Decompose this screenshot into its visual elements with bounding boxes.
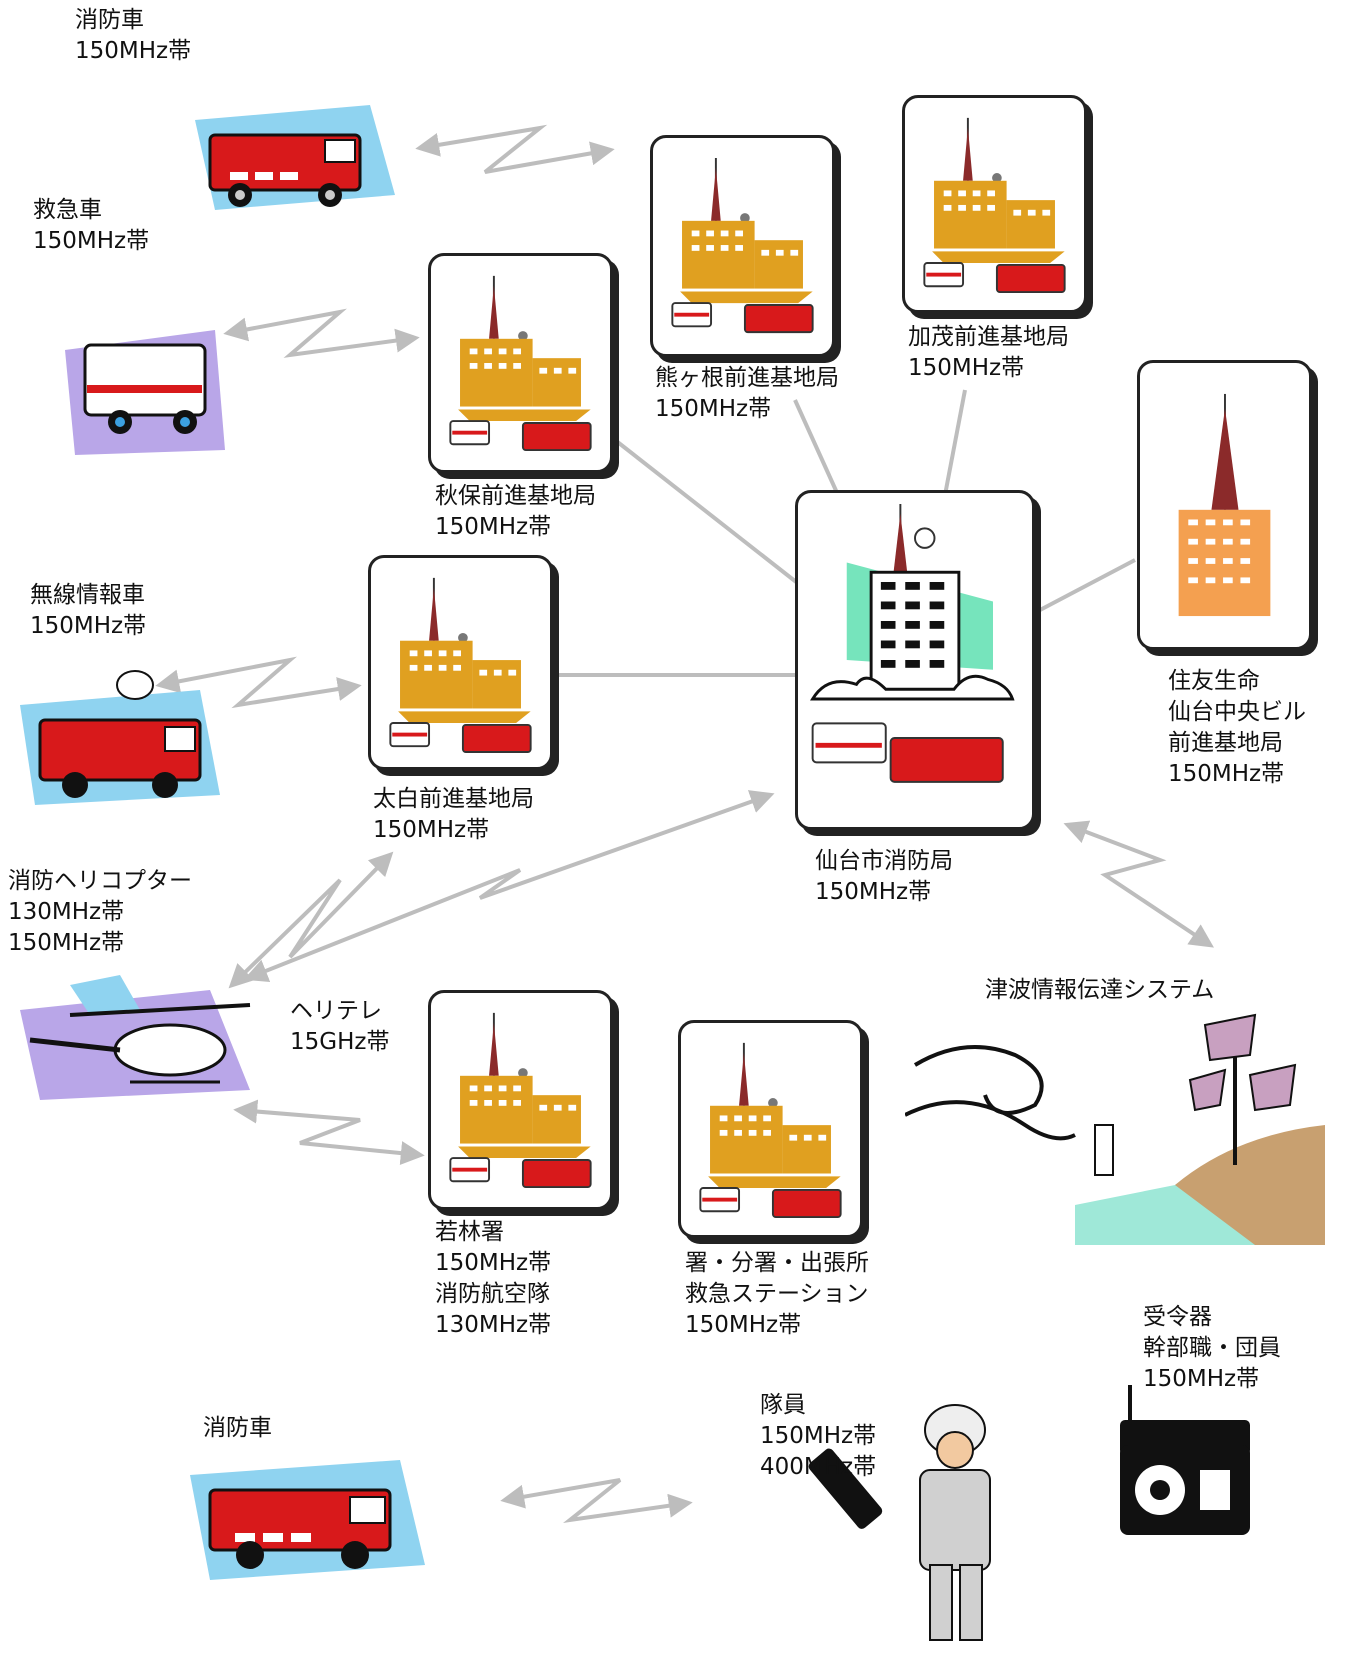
building-icon — [923, 117, 1066, 294]
band-1: 150MHz帯 — [435, 1250, 552, 1276]
hq-card — [795, 490, 1035, 830]
wire-akiho-hq — [613, 438, 802, 587]
radio-link-hq-tsunami — [1063, 820, 1214, 948]
kumagane-label: 熊ヶ根前進基地局 150MHz帯 — [655, 363, 839, 425]
fire-truck-bottom-label: 消防車 — [203, 1413, 272, 1444]
band-2: 150MHz帯 — [8, 930, 125, 956]
ambulance-icon — [65, 330, 225, 455]
band: 150MHz帯 — [815, 879, 932, 905]
akiho-label: 秋保前進基地局 150MHz帯 — [435, 481, 596, 543]
building-icon — [671, 157, 814, 334]
stations-label: 署・分署・出張所救急ステーション 150MHz帯 — [685, 1248, 869, 1341]
band: 150MHz帯 — [75, 38, 192, 64]
sumitomo-station-card — [1137, 360, 1312, 650]
taihaku-label: 太白前進基地局 150MHz帯 — [373, 784, 534, 846]
radio-link-truck-top — [415, 124, 615, 174]
taihaku-station-card — [368, 555, 553, 770]
station-name-3: 前進基地局 — [1168, 730, 1283, 756]
member-label: 隊員 150MHz帯 400MHz帯 — [760, 1390, 876, 1483]
helicopter-icon — [20, 975, 251, 1100]
station-type: 署・分署・出張所 — [685, 1250, 869, 1276]
band: 150MHz帯 — [908, 355, 1025, 381]
user-type: 幹部職・団員 — [1143, 1335, 1281, 1361]
wakabayashi-label: 若林署 150MHz帯消防航空隊 130MHz帯 — [435, 1217, 551, 1341]
vehicle-name: 消防ヘリコプター — [8, 868, 192, 894]
radio-link-info-car — [155, 656, 362, 709]
building-icon — [449, 1012, 592, 1189]
radio-link-heli-hq — [243, 790, 775, 983]
radio-link-heli-taihaku — [228, 851, 394, 989]
station-name: 加茂前進基地局 — [908, 324, 1069, 350]
device-name: 受令器 — [1143, 1304, 1212, 1330]
tower-building-icon — [1178, 393, 1271, 617]
akiho-station-card — [428, 253, 613, 473]
band-2: 130MHz帯 — [435, 1312, 552, 1338]
radio-link-truck-member — [500, 1478, 693, 1524]
band: 150MHz帯 — [30, 613, 147, 639]
heli-tv-label: ヘリテレ 15GHz帯 — [290, 996, 389, 1058]
band: 15GHz帯 — [290, 1029, 390, 1055]
band-1: 150MHz帯 — [760, 1423, 877, 1449]
ems-station: 救急ステーション — [685, 1281, 869, 1307]
tsunami-label: 津波情報伝達システム — [985, 975, 1214, 1006]
radio-link-heli-wakabayashi — [233, 1099, 425, 1166]
vehicle-name: 消防車 — [203, 1415, 272, 1441]
hq-name: 仙台市消防局 — [815, 848, 953, 874]
band-1: 130MHz帯 — [8, 899, 125, 925]
vehicle-name: 無線情報車 — [30, 582, 145, 608]
band: 150MHz帯 — [435, 514, 552, 540]
role-name: 隊員 — [760, 1392, 806, 1418]
helicopter-label: 消防ヘリコプター 130MHz帯 150MHz帯 — [8, 866, 192, 959]
firefighter-icon — [808, 1404, 991, 1641]
radio-receiver-icon — [1120, 1385, 1250, 1535]
band: 150MHz帯 — [685, 1312, 802, 1338]
fire-truck-bottom-icon — [190, 1460, 425, 1580]
station-name: 太白前進基地局 — [373, 786, 534, 812]
system-name: ヘリテレ — [290, 998, 382, 1024]
building-icon — [389, 577, 532, 753]
hq-building-icon — [810, 504, 1015, 783]
kamo-station-card — [902, 95, 1087, 313]
radio-info-car-label: 無線情報車 150MHz帯 — [30, 580, 146, 642]
unit-name: 消防航空隊 — [435, 1281, 550, 1307]
kumagane-station-card — [650, 135, 835, 357]
hq-label: 仙台市消防局 150MHz帯 — [815, 846, 953, 908]
radio-info-car-icon — [20, 670, 220, 805]
band: 150MHz帯 — [1143, 1366, 1260, 1392]
ambulance-label: 救急車 150MHz帯 — [33, 195, 149, 257]
building-icon — [699, 1042, 842, 1219]
band: 150MHz帯 — [655, 396, 772, 422]
station-name: 熊ヶ根前進基地局 — [655, 365, 839, 391]
band: 150MHz帯 — [1168, 761, 1285, 787]
radio-link-ambulance — [223, 308, 420, 358]
station-name-1: 住友生命 — [1168, 668, 1260, 694]
vehicle-name: 救急車 — [33, 197, 102, 223]
stations-card — [678, 1020, 863, 1238]
tsunami-system-icon — [905, 1013, 1325, 1245]
vehicle-name: 消防車 — [75, 7, 144, 33]
wire-kumagane-hq — [793, 399, 840, 496]
band: 150MHz帯 — [373, 817, 490, 843]
fire-truck-top-label: 消防車 150MHz帯 — [75, 5, 191, 67]
station-name-2: 仙台中央ビル — [1168, 699, 1306, 725]
wire-kamo-hq — [943, 389, 967, 496]
wakabayashi-station-card — [428, 990, 613, 1210]
kamo-label: 加茂前進基地局 150MHz帯 — [908, 322, 1069, 384]
fire-truck-top-icon — [195, 105, 395, 210]
receiver-label: 受令器幹部職・団員 150MHz帯 — [1143, 1302, 1281, 1395]
building-icon — [449, 275, 592, 452]
wire-sumitomo-hq — [1039, 558, 1136, 612]
station-name: 秋保前進基地局 — [435, 483, 596, 509]
station-name: 若林署 — [435, 1219, 504, 1245]
system-name: 津波情報伝達システム — [985, 977, 1215, 1003]
band: 150MHz帯 — [33, 228, 150, 254]
band-2: 400MHz帯 — [760, 1454, 877, 1480]
sumitomo-label: 住友生命仙台中央ビル前進基地局 150MHz帯 — [1168, 666, 1306, 790]
